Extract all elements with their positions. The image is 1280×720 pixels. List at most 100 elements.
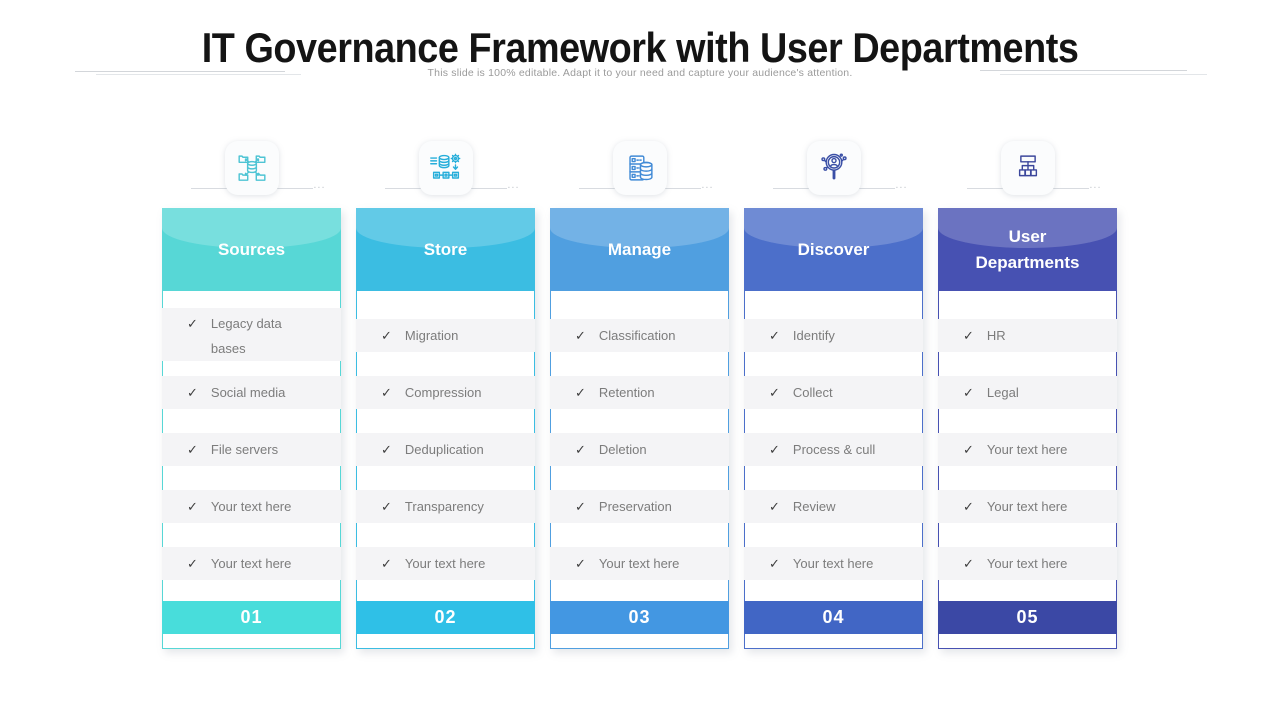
list-item: ✓Collect: [744, 376, 923, 409]
check-icon: ✓: [381, 384, 392, 400]
check-icon: ✓: [575, 555, 586, 571]
list-item: ✓Your text here: [744, 547, 923, 580]
column-sources: Sources 01 ✓Legacy data bases✓Social med…: [162, 141, 341, 649]
check-icon: ✓: [963, 555, 974, 571]
list-item: ✓ Your text here: [550, 547, 729, 580]
list-item: ✓Legal: [938, 376, 1117, 409]
column-panel: Store 02 ✓ Migration ✓ Compression ✓ Deduplic…: [356, 208, 535, 649]
column-header: Sources: [162, 208, 341, 291]
column-title: Discover: [797, 239, 870, 259]
column-body: 02 ✓Migration✓Compression✓Deduplication✓…: [356, 291, 535, 649]
check-icon: ✓: [769, 441, 780, 457]
list-item: ✓ Classification: [550, 319, 729, 352]
list-item-label: Your text here: [986, 442, 1068, 457]
decorative-line: [1000, 74, 1207, 75]
check-icon: ✓: [381, 498, 392, 514]
list-item: ✓Your text here: [938, 547, 1117, 580]
list-item-label: Your text here: [986, 499, 1068, 514]
check-icon: ✓: [963, 498, 974, 514]
column-discover: Discover 04 ✓Identify✓Collect✓Process & …: [744, 141, 923, 649]
list-item-label: Compression: [404, 385, 482, 400]
check-icon: ✓: [963, 441, 974, 457]
list-item-label: Social media: [210, 385, 286, 400]
check-icon: ✓: [187, 555, 198, 571]
column-title: Store: [423, 239, 468, 259]
list-item: ✓ Compression: [356, 376, 535, 409]
check-icon: ✓: [381, 327, 392, 343]
check-icon: ✓: [769, 555, 780, 571]
icon-card: [806, 141, 861, 195]
list-item-label: Review: [792, 499, 836, 514]
list-item-label: Legal: [986, 385, 1019, 400]
list-item-label: Classification: [598, 328, 676, 343]
list-item: ✓Legacy data bases: [162, 308, 341, 361]
check-icon: ✓: [381, 441, 392, 457]
list-item: ✓ Migration: [356, 319, 535, 352]
number-badge: 03: [550, 601, 729, 634]
number-badge: 04: [744, 601, 923, 634]
list-item: ✓ Your text here: [938, 490, 1117, 523]
list-item-label: Deletion: [598, 442, 647, 457]
column-manage: Manage 03 ✓Classification✓Retention✓Dele…: [550, 141, 729, 649]
check-icon: ✓: [575, 498, 586, 514]
column-panel: User Departments 05 ✓HR✓Legal✓Your text …: [938, 208, 1117, 649]
list-item-label: Transparency: [404, 499, 484, 514]
org-chart-icon: [1018, 155, 1037, 177]
list-item-label: HR: [986, 328, 1006, 343]
column-body: 01 ✓Legacy data bases✓Social media✓File …: [162, 291, 341, 649]
list-item-label: File servers: [210, 442, 279, 457]
list-item: ✓ Review: [744, 490, 923, 523]
list-item: ✓HR: [938, 319, 1117, 352]
list-item-label: Your text here: [210, 556, 292, 571]
list-item: ✓ Deduplication: [356, 433, 535, 466]
column-user-departments: User Departments 05 ✓HR✓Legal✓Your text …: [938, 141, 1117, 649]
check-icon: ✓: [187, 384, 198, 400]
column-icon-area: [550, 141, 729, 195]
check-icon: ✓: [769, 498, 780, 514]
column-title: User Departments: [975, 227, 1080, 272]
list-item-label: Preservation: [598, 499, 672, 514]
check-icon: ✓: [381, 555, 392, 571]
decorative-line: [96, 74, 301, 75]
list-item-label: Your text here: [210, 499, 292, 514]
check-icon: ✓: [575, 441, 586, 457]
decorative-line: [75, 71, 285, 72]
page-title-text: IT Governance Framework with User Depart…: [201, 24, 1079, 71]
icon-card: [612, 141, 667, 195]
list-item-label: Process & cull: [792, 442, 876, 457]
icon-card: [1000, 141, 1055, 195]
list-item-label: Legacy data bases: [210, 316, 282, 356]
columns-container: Sources 01 ✓Legacy data bases✓Social med…: [162, 141, 1117, 649]
column-store: Store 02 ✓ Migration ✓ Compression ✓ Deduplic…: [356, 141, 535, 649]
server-storage-icon: [628, 155, 653, 181]
list-item-label: Migration: [404, 328, 459, 343]
list-item: ✓ Transparency: [356, 490, 535, 523]
data-sources-icon: [237, 155, 266, 181]
list-item-label: Identify: [792, 328, 835, 343]
list-item-label: Your text here: [404, 556, 486, 571]
list-item: ✓ Identify: [744, 319, 923, 352]
list-item: ✓ Process & cull: [744, 433, 923, 466]
check-icon: ✓: [575, 384, 586, 400]
list-item-label: Deduplication: [404, 442, 484, 457]
column-icon-area: [744, 141, 923, 195]
list-item: ✓ Preservation: [550, 490, 729, 523]
database-process-icon: [429, 153, 460, 179]
list-item: ✓ Your text here: [938, 433, 1117, 466]
list-item-label: Retention: [598, 385, 655, 400]
column-icon-area: [162, 141, 341, 195]
list-item: ✓Your text here: [162, 490, 341, 523]
decorative-line: [980, 70, 1187, 71]
column-panel: Discover 04 ✓Identify✓Collect✓Process & …: [744, 208, 923, 649]
list-item-label: Your text here: [598, 556, 680, 571]
check-icon: ✓: [575, 327, 586, 343]
number-badge: 02: [356, 601, 535, 634]
page-subtitle: This slide is 100% editable. Adapt it to…: [427, 67, 853, 79]
check-icon: ✓: [769, 327, 780, 343]
column-icon-area: [938, 141, 1117, 195]
list-item: ✓File servers: [162, 433, 341, 466]
number-badge: 01: [162, 601, 341, 634]
column-panel: Sources 01 ✓Legacy data bases✓Social med…: [162, 208, 341, 649]
list-item-label: Collect: [792, 385, 833, 400]
column-title: Sources: [217, 239, 286, 259]
